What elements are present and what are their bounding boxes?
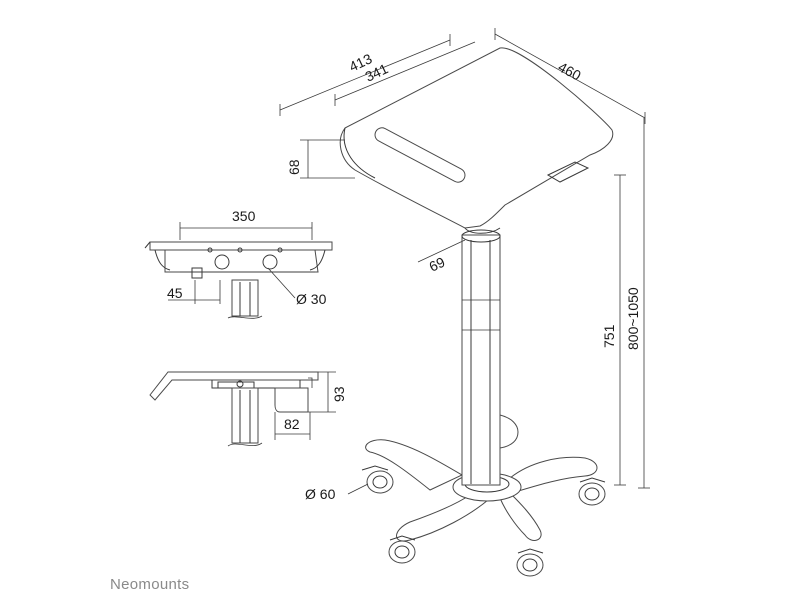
caster-front-left <box>388 535 416 564</box>
cart-column <box>461 229 519 486</box>
dim-tray-lip: 68 <box>286 159 302 175</box>
dim-tray-width: 350 <box>232 208 256 224</box>
dim-hole-diameter: Ø 30 <box>296 291 327 307</box>
dim-caster-diameter: Ø 60 <box>305 486 336 502</box>
dim-height-range: 800~1050 <box>625 287 641 350</box>
dim-side-depth: 82 <box>284 416 300 432</box>
cart-main-view <box>279 28 650 577</box>
dim-side-height: 93 <box>331 386 347 402</box>
dim-height-column: 751 <box>601 324 617 348</box>
cart-tray <box>339 47 614 234</box>
caster-front-right <box>516 548 544 577</box>
caster-right <box>578 477 606 506</box>
detail-tray-side-view <box>149 371 336 447</box>
brand-logo: Neomounts <box>110 576 189 593</box>
dim-hole-offset: 45 <box>167 285 183 301</box>
dim-width: 460 <box>556 59 584 84</box>
cart-base <box>365 439 598 542</box>
caster-left <box>361 465 394 494</box>
detail-tray-front-view <box>144 222 333 319</box>
dim-column-diameter: 69 <box>427 254 448 275</box>
dim-lines-main <box>279 28 650 495</box>
